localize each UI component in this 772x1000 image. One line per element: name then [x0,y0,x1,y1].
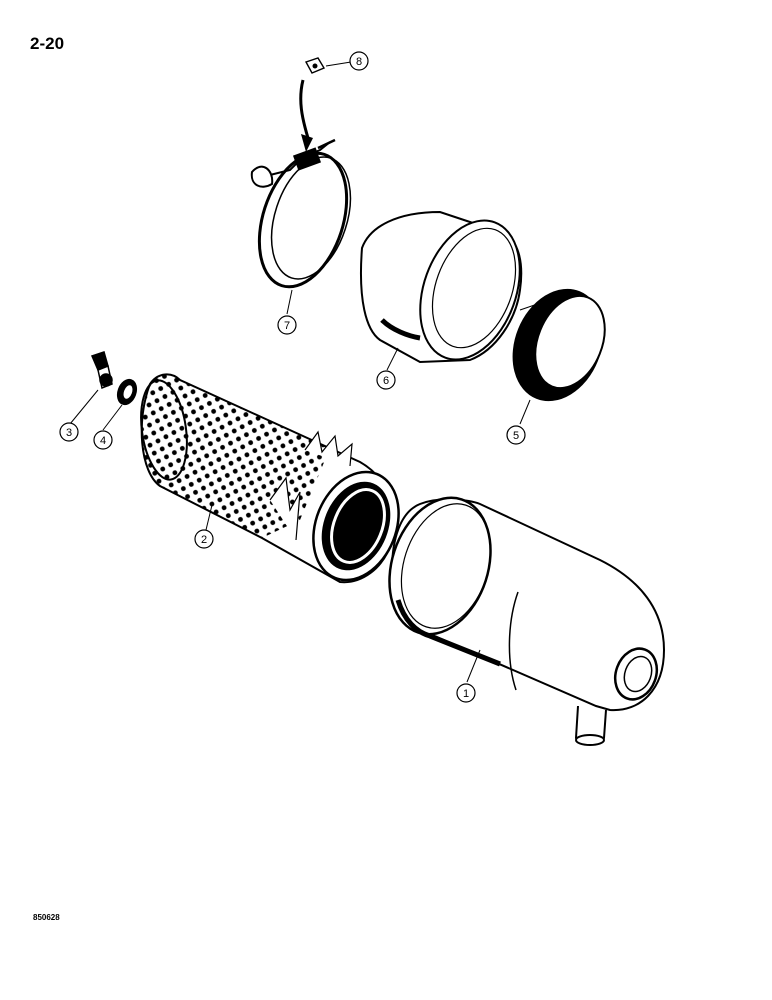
callout-1-label: 1 [463,688,469,700]
callout-8-label: 8 [356,56,362,68]
callout-4-label: 4 [100,435,106,447]
callout-6-label: 6 [383,375,389,387]
callout-3-label: 3 [66,427,72,439]
callout-3: 3 [59,422,79,442]
callout-7-label: 7 [284,320,290,332]
figure-code: 850628 [33,913,60,922]
callout-leaders [69,61,531,683]
callout-4: 4 [93,430,113,450]
callout-1: 1 [456,683,476,703]
callout-8: 8 [349,51,369,71]
air-cleaner-housing-part-1 [388,496,666,746]
dust-cup-seal-part-5 [512,288,606,402]
callout-5-label: 5 [513,430,519,442]
washer-part-4 [116,378,138,406]
filter-element-part-2 [140,373,400,584]
callout-2: 2 [194,529,214,549]
callout-2-label: 2 [201,534,207,546]
page-number: 2-20 [30,34,65,53]
callout-6: 6 [376,370,396,390]
wing-nut-part-3 [90,351,113,390]
nut-part-8 [299,57,326,152]
callout-5: 5 [506,425,526,445]
callout-7: 7 [277,315,297,335]
dust-cup-part-6 [359,210,523,364]
clamp-band-part-7 [250,138,352,289]
